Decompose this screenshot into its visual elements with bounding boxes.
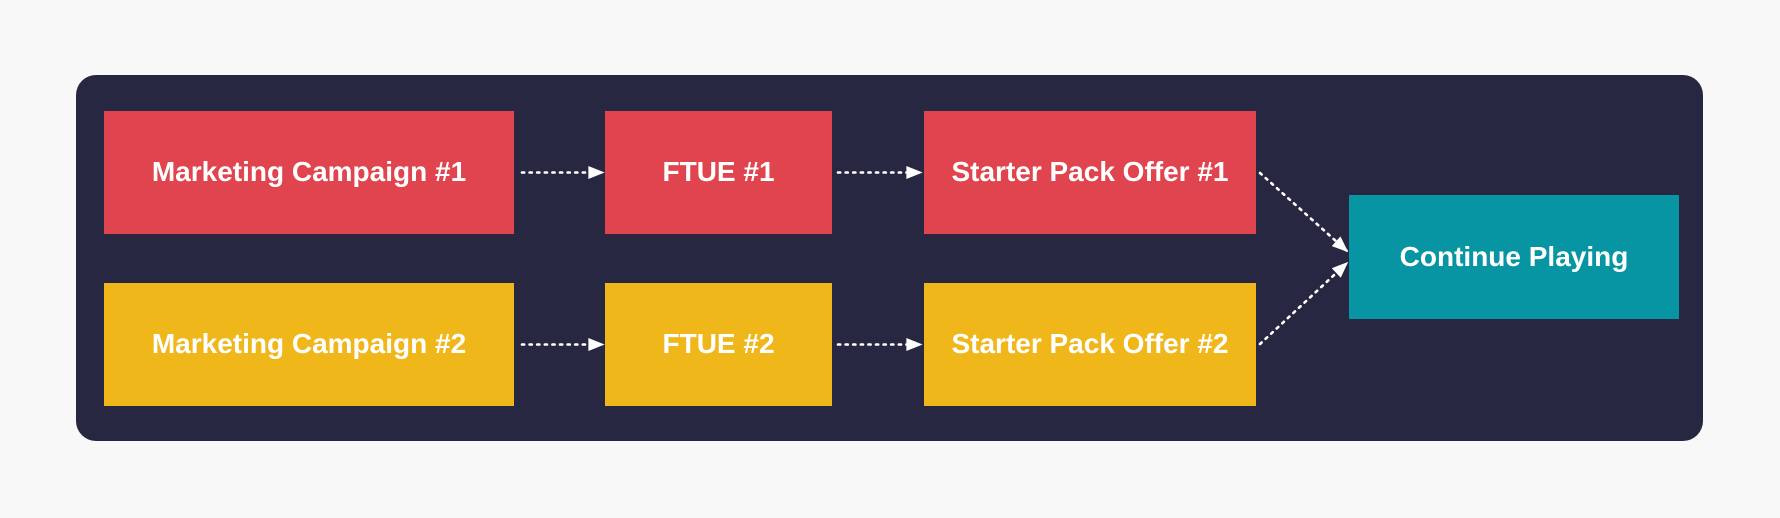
- node-marketing-campaign-2: Marketing Campaign #2: [104, 283, 514, 406]
- node-ftue-2: FTUE #2: [605, 283, 832, 406]
- diagram-panel: Marketing Campaign #1 FTUE #1 Starter Pa…: [76, 75, 1703, 441]
- node-starter-pack-offer-1: Starter Pack Offer #1: [924, 111, 1256, 234]
- edge-starter-pack-offer-2-to-continue-playing: [1258, 261, 1349, 346]
- node-continue-playing: Continue Playing: [1349, 195, 1679, 319]
- node-ftue-1: FTUE #1: [605, 111, 832, 234]
- node-marketing-campaign-1: Marketing Campaign #1: [104, 111, 514, 234]
- node-starter-pack-offer-2: Starter Pack Offer #2: [924, 283, 1256, 406]
- edge-starter-pack-offer-1-to-continue-playing: [1258, 171, 1349, 253]
